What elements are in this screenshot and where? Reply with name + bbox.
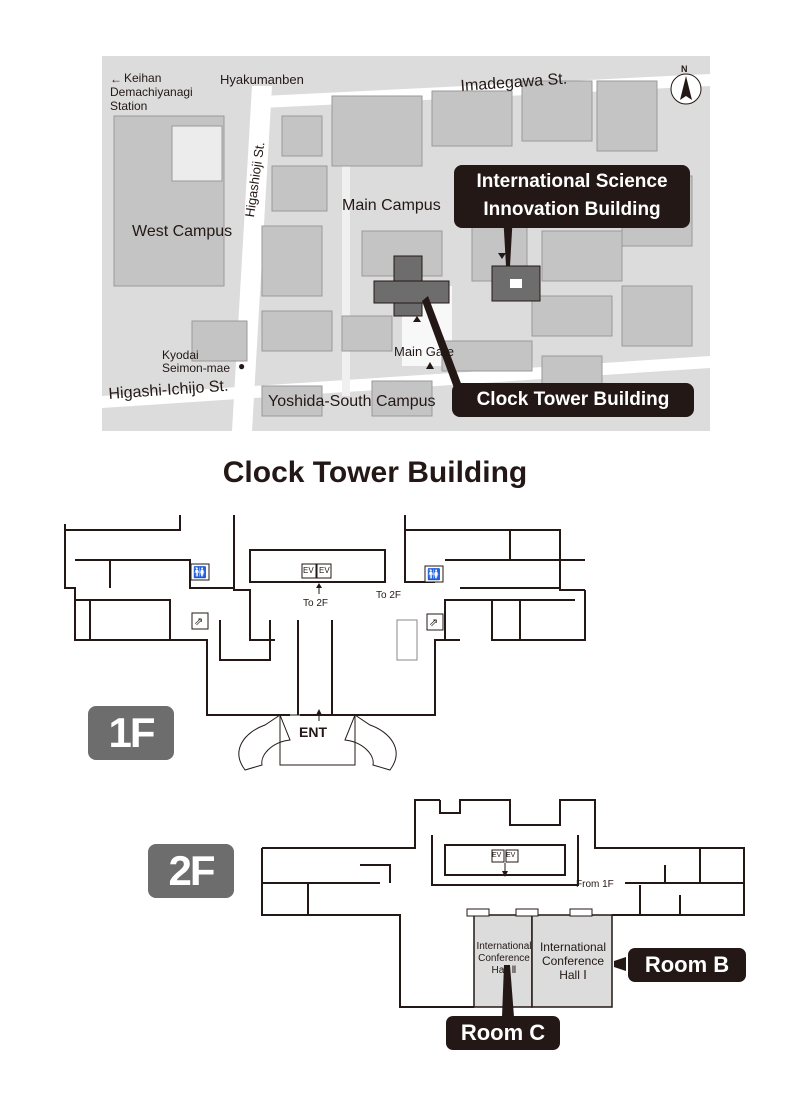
- west-campus-label: West Campus: [132, 223, 233, 240]
- hyakumanben-label: Hyakumanben: [220, 72, 304, 87]
- toilet-icon-1f-left: 🚻: [193, 567, 207, 579]
- hall-1-label: International Conference Hall Ⅰ: [534, 940, 612, 982]
- station-arrow: ←: [110, 72, 122, 86]
- station-pin-icon: ●: [238, 359, 246, 373]
- from1f-label: From 1F: [576, 879, 614, 890]
- station-label-line3: Station: [110, 99, 148, 113]
- floor-1f-badge: 1F: [88, 706, 174, 760]
- yoshida-south-label: Yoshida-South Campus: [268, 393, 436, 410]
- hall-1-line3: Hall Ⅰ: [559, 968, 587, 982]
- ev-label-2f-2: EV: [506, 852, 516, 859]
- ev-label-1f-2: EV: [319, 566, 330, 575]
- kyodai-label-line1: Kyodai: [162, 348, 199, 362]
- hall-2-line2: Conference: [478, 953, 530, 964]
- floor1-plan: [64, 515, 586, 771]
- room-pointers: [502, 957, 626, 1017]
- isib-callout: International Science Innovation Buildin…: [454, 165, 690, 228]
- to2f-center-label: To 2F: [303, 598, 329, 609]
- north-label: N: [681, 64, 688, 74]
- station-label-line1: Keihan: [124, 71, 162, 85]
- campus-map: ← Keihan Demachiyanagi Station Hyakumanb…: [102, 56, 710, 431]
- room-c-callout: Room C: [446, 1016, 560, 1050]
- map-graphic: [102, 73, 710, 431]
- clock-tower-callout: Clock Tower Building: [452, 383, 694, 417]
- entrance-label: ENT: [299, 724, 327, 740]
- kyodai-label-line2: Seimon-mae: [162, 361, 231, 375]
- room-b-callout: Room B: [628, 948, 746, 982]
- hall-2-line1: International: [476, 941, 532, 952]
- isib-callout-line2: Innovation Building: [483, 199, 661, 220]
- stairs-icon-1f-right: ⇗: [429, 617, 439, 629]
- hall-1-line1: International: [539, 940, 607, 954]
- floor-2f-badge: 2F: [148, 844, 234, 898]
- isib-callout-line1: International Science: [476, 171, 668, 192]
- ev-label-1f-1: EV: [303, 566, 314, 575]
- ev-label-2f-1: EV: [492, 852, 502, 859]
- to2f-right-label: To 2F: [376, 590, 402, 601]
- station-label-line2: Demachiyanagi: [110, 85, 193, 99]
- page-title: Clock Tower Building: [222, 456, 528, 489]
- stairs-icon-1f-left: ⇗: [194, 616, 204, 628]
- hall-1-line2: Conference: [541, 954, 605, 968]
- toilet-icon-1f-right: 🚻: [427, 569, 441, 581]
- main-campus-label: Main Campus: [342, 197, 441, 214]
- main-gate-label: Main Gate: [394, 344, 454, 359]
